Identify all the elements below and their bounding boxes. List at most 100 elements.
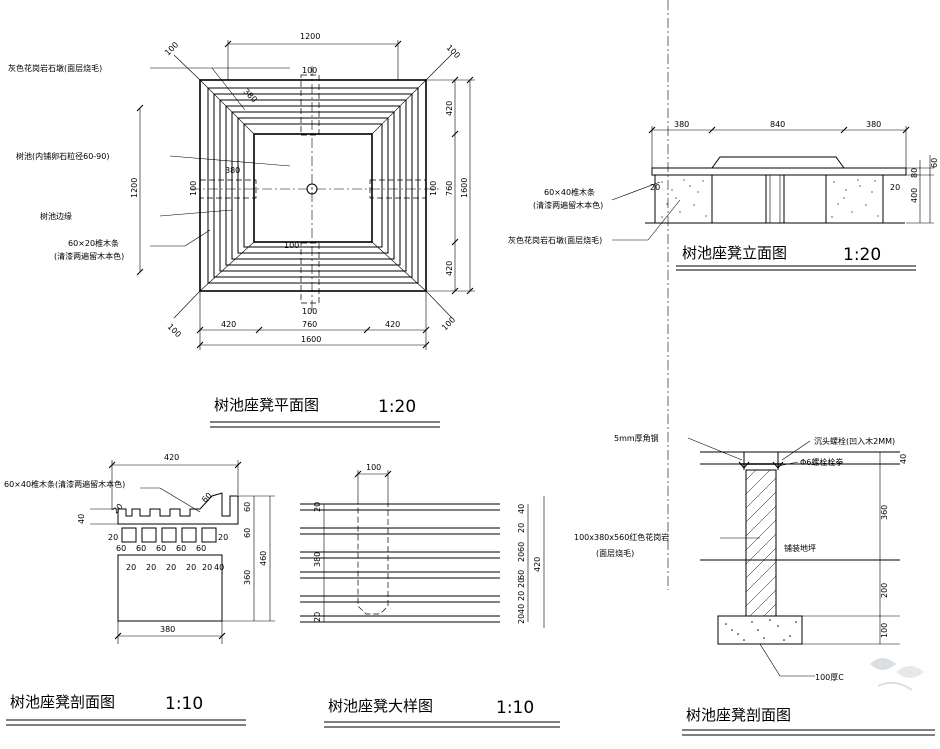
section1-dim-360: 360 xyxy=(243,570,252,585)
plan-dim-corner-tr: 100 xyxy=(445,43,462,60)
detail-scale: 1:10 xyxy=(496,698,534,718)
elev-note-wood1: 60×40椎木条 xyxy=(544,187,595,197)
plan-title: 树池座凳平面图 xyxy=(214,396,319,414)
plan-dim-left-100: 100 xyxy=(189,181,198,196)
section1-dim-420: 420 xyxy=(164,453,179,462)
plan-dim-left-1200: 1200 xyxy=(130,178,139,198)
section1-dim-s60e: 60 xyxy=(196,544,206,553)
detail-dim-r60: 60 xyxy=(517,542,526,552)
section1-dim-t20b: 20 xyxy=(146,563,156,572)
plan-dim-center-380: 380 xyxy=(225,166,240,175)
plan-dim-diag-380: 380 xyxy=(242,87,259,104)
elev-dim-380-right: 380 xyxy=(866,120,881,129)
plan-dim-top-100: 100 xyxy=(302,66,317,75)
section2-dim-360: 360 xyxy=(880,505,889,520)
section1-dim-40: 40 xyxy=(77,514,86,524)
section2-dim-40: 40 xyxy=(899,454,908,464)
detail-hidden-stone xyxy=(357,503,389,615)
section2-note-plate: 5mm厚角钢 xyxy=(614,433,659,443)
section2-post-hatch xyxy=(745,469,777,617)
plan-note-wood1: 60×20椎木条 xyxy=(68,238,119,248)
section1-dim-t20d: 20 xyxy=(186,563,196,572)
plan-inner-square xyxy=(253,133,373,243)
section2-concrete-texture xyxy=(725,619,797,641)
section2-note-bolt: 沉头螺栓(凹入木2MM) xyxy=(814,436,895,446)
section-2-view: 40 360 200 100 5mm厚角钢 沉头螺栓(凹入木2MM) Φ6螺栓栓… xyxy=(574,433,935,736)
section2-note-concrete: 100厚C xyxy=(815,673,844,682)
plan-outer-square xyxy=(199,79,427,292)
plan-dim-b420-left: 420 xyxy=(221,320,236,329)
detail-dim-l20-top: 20 xyxy=(313,502,322,512)
section1-dim-s20a: 20 xyxy=(108,533,118,542)
elev-title: 树池座凳立面图 xyxy=(682,244,787,262)
detail-dim-l380: 380 xyxy=(313,552,322,567)
section1-base-block xyxy=(117,554,223,622)
detail-dim-r20e: 20 xyxy=(517,614,526,624)
section2-note-granite2: (面层烧毛) xyxy=(596,548,634,558)
detail-slats xyxy=(300,503,500,623)
elev-bench-top xyxy=(651,167,907,176)
section1-title: 树池座凳剖面图 xyxy=(10,693,115,711)
elev-stone-texture xyxy=(661,179,879,218)
detail-dim-r40b: 40 xyxy=(517,604,526,614)
elev-note-wood2: (清漆两遍留木本色) xyxy=(533,200,603,210)
elev-left-stone xyxy=(654,174,713,224)
plan-dim-b420-right: 420 xyxy=(385,320,400,329)
detail-dim-r20c: 20 xyxy=(517,578,526,588)
section2-note-granite1: 100x380x560红色花岗岩 xyxy=(574,532,669,542)
plan-view: 1200 100 100 420 760 420 1600 420 760 42… xyxy=(8,32,475,428)
elev-dim-400: 400 xyxy=(910,188,919,203)
elev-dim-80: 80 xyxy=(910,168,919,178)
section2-title: 树池座凳剖面图 xyxy=(686,706,791,724)
detail-dim-r420: 420 xyxy=(533,557,542,572)
elevation-view: 380 840 380 60 80 400 20 20 60×40椎木条 (清漆… xyxy=(508,120,939,271)
section2-note-base: 铺装地坪 xyxy=(784,543,816,553)
tree-center-mark xyxy=(306,183,318,195)
section1-dim-460: 460 xyxy=(259,551,268,566)
section1-dim-380: 380 xyxy=(160,625,175,634)
elev-dim-20-right: 20 xyxy=(890,183,900,192)
elev-scale: 1:20 xyxy=(843,245,881,265)
elev-note-granite: 灰色花岗岩石墩(面层烧毛) xyxy=(508,235,602,245)
detail-dim-r60b: 60 xyxy=(517,570,526,580)
plan-dim-corner-br: 100 xyxy=(440,315,457,332)
watermark-logo xyxy=(870,658,924,691)
section1-dim-s60b: 60 xyxy=(136,544,146,553)
section1-dim-s20b: 20 xyxy=(218,533,228,542)
section2-dim-100: 100 xyxy=(880,623,889,638)
detail-dim-r40a: 40 xyxy=(517,504,526,514)
section2-concrete-base xyxy=(717,615,803,645)
plan-dim-corner-bl: 100 xyxy=(166,322,183,339)
section1-dim-s60a: 60 xyxy=(116,544,126,553)
section1-scale: 1:10 xyxy=(165,694,203,714)
detail-title: 树池座凳大样图 xyxy=(328,697,433,715)
plan-dim-bottom-100: 100 xyxy=(302,307,317,316)
detail-dim-r20a: 20 xyxy=(517,523,526,533)
elev-dim-20-left: 20 xyxy=(650,183,660,192)
section2-dim-200: 200 xyxy=(880,583,889,598)
section1-dim-t20c: 20 xyxy=(166,563,176,572)
elev-dim-380-left: 380 xyxy=(674,120,689,129)
plan-note-wood2: (清漆两遍留木本色) xyxy=(54,251,124,261)
elev-dim-60: 60 xyxy=(930,158,939,168)
plan-dim-r760: 760 xyxy=(445,181,454,196)
section1-dim-t40: 40 xyxy=(214,563,224,572)
plan-dim-r420-top: 420 xyxy=(445,101,454,116)
section2-note-anchor: Φ6螺栓栓拳 xyxy=(800,457,843,467)
plan-dim-r420-bottom: 420 xyxy=(445,261,454,276)
section1-dim-t20a: 20 xyxy=(126,563,136,572)
plan-dim-b760: 760 xyxy=(302,320,317,329)
plan-dim-right-100: 100 xyxy=(429,181,438,196)
detail-dim-l20-bottom: 20 xyxy=(313,612,322,622)
plan-note-granite: 灰色花岗岩石墩(面层烧毛) xyxy=(8,63,102,73)
plan-dim-b1600: 1600 xyxy=(301,335,321,344)
section1-dim-60a: 60 xyxy=(243,502,252,512)
section-1-view: 420 380 60 60 360 460 40 20 60 60 60 60 … xyxy=(4,453,275,726)
section1-dim-s60c: 60 xyxy=(156,544,166,553)
plan-scale: 1:20 xyxy=(378,397,416,417)
plan-note-pebbles: 树池(内铺卵石粒径60-90) xyxy=(16,151,110,161)
plan-dim-r1600: 1600 xyxy=(460,178,469,198)
plan-dim-corner-tl: 100 xyxy=(163,40,180,57)
plan-note-edge: 树池边缘 xyxy=(40,211,72,221)
section1-note-wood: 60×40椎木条(清漆两遍留木本色) xyxy=(4,479,125,489)
